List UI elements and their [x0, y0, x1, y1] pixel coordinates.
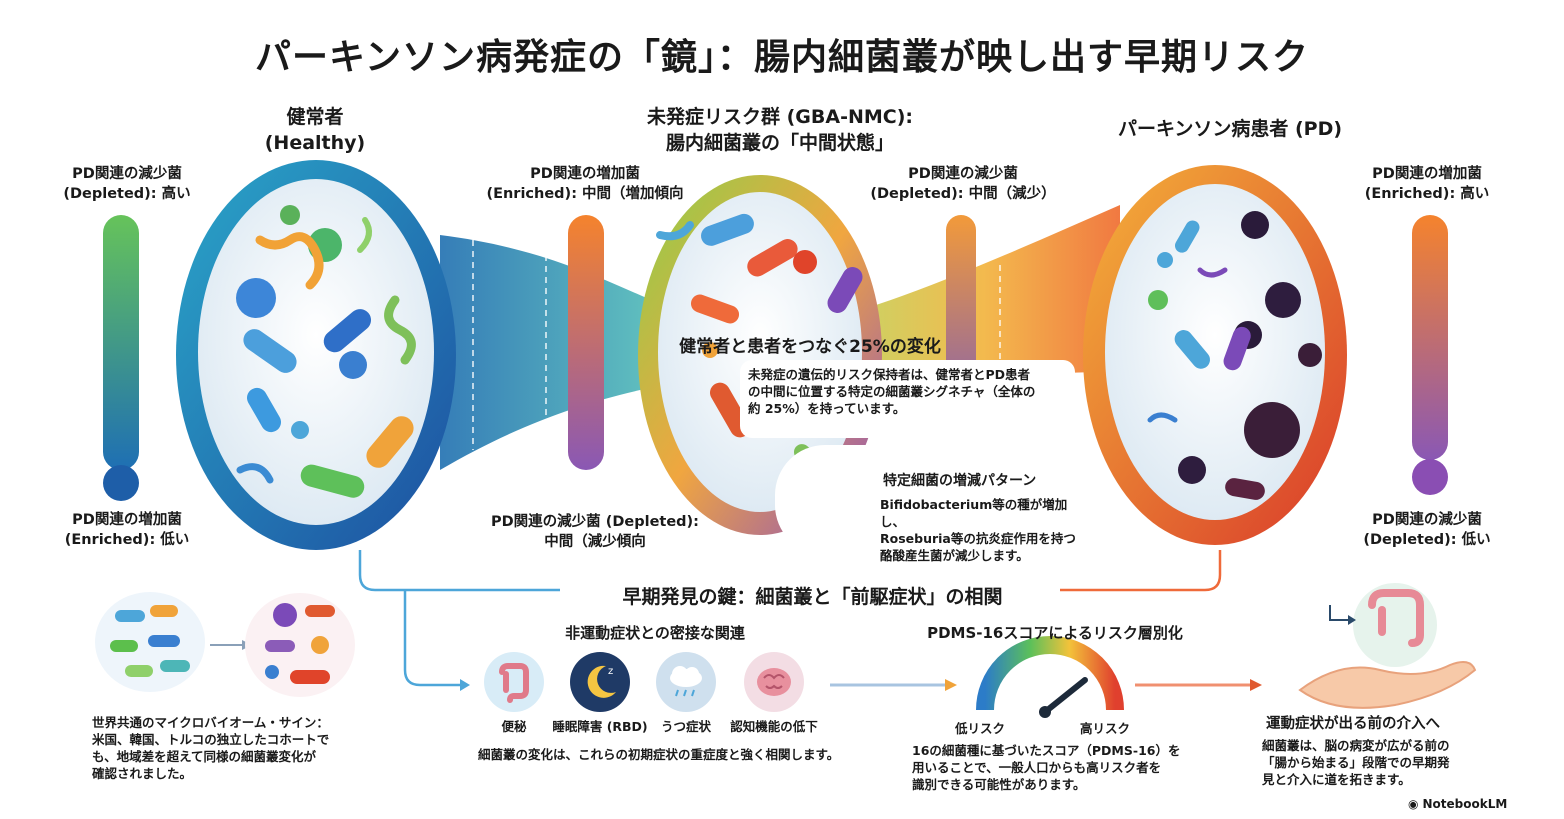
healthy-depleted-label: PD関連の減少菌 (Depleted): 高い	[52, 164, 202, 204]
low-risk-label: 低リスク	[955, 721, 1006, 736]
pattern-title: 特定細菌の増減パターン	[883, 473, 1037, 489]
nmc-enriched-label: PD関連の増加菌 (Enriched): 中間（増加傾向	[460, 164, 710, 204]
symptom-label-cognitive: 認知機能の低下	[730, 719, 818, 734]
healthy-depleted-bar	[103, 215, 139, 470]
intervention-text-1: 細菌叢は、脳の病変が広がる前の	[1262, 738, 1450, 753]
nmc-bottom-label-2: 中間（減少傾向	[544, 534, 646, 550]
healthy-enriched-label-1: PD関連の増加菌	[72, 512, 182, 528]
depression-icon	[656, 652, 716, 712]
global-signature-text: 世界共通のマイクロバイオーム・サイン： 米国、韓国、トルコの独立したコホートで …	[92, 714, 382, 782]
pdms-text-3: 識別できる可能性があります。	[912, 777, 1086, 792]
brand-name: NotebookLM	[1422, 797, 1508, 811]
symptom-label-depression: うつ症状	[660, 719, 711, 734]
nmc-enriched-label-2: (Enriched): 中間（増加傾向	[486, 186, 684, 202]
healthy-enriched-dot	[103, 465, 139, 501]
pattern-body-2: Roseburia等の抗炎症作用を持つ	[880, 531, 1076, 546]
pd-depleted-label-2: (Depleted): 低い	[1363, 532, 1491, 548]
healthy-cluster-illustration	[95, 592, 205, 692]
pdms-text: 16の細菌種に基づいたスコア（PDMS-16）を 用いることで、一般人口からも高…	[912, 742, 1212, 793]
pd-enriched-bar	[1412, 215, 1448, 460]
symptom-label-sleep: 睡眠障害 (RBD)	[552, 719, 648, 734]
nmc-depleted-bottom-label: PD関連の減少菌 (Depleted): 中間（減少傾向	[470, 512, 720, 552]
pdms-text-2: 用いることで、一般人口からも高リスク者を	[912, 760, 1162, 775]
pdms-gauge	[976, 636, 1124, 718]
pdms-title: PDMS-16スコアによるリスク層別化	[927, 624, 1183, 642]
pd-depleted-label: PD関連の減少菌 (Depleted): 低い	[1352, 510, 1502, 550]
healthy-title: 健常者 (Healthy)	[230, 104, 400, 156]
global-text-2: 米国、韓国、トルコの独立したコホートで	[92, 732, 330, 747]
healthy-dish	[198, 179, 434, 525]
healthy-bacteria	[236, 205, 416, 498]
brand-logo: ◉ NotebookLM	[1408, 797, 1548, 811]
nmc-depleted-label: PD関連の減少菌 (Depleted): 中間（減少）	[868, 164, 1058, 204]
pd-enriched-label: PD関連の増加菌 (Enriched): 高い	[1352, 164, 1502, 204]
nmc-bacteria	[656, 213, 863, 438]
intervention-text: 細菌叢は、脳の病変が広がる前の 「腸から始まる」段階での早期発 見と介入に道を拓…	[1262, 737, 1492, 788]
bridge-headline: 健常者と患者をつなぐ25%の変化	[679, 337, 941, 357]
notebooklm-icon: ◉	[1408, 797, 1419, 811]
intervention-illustration	[1298, 583, 1477, 709]
bridge-callout	[740, 360, 1075, 438]
nmc-depleted-label-1: PD関連の減少菌	[908, 166, 1018, 182]
nmc-bottom-label-1: PD関連の減少菌 (Depleted):	[491, 514, 699, 530]
healthy-name-en: (Healthy)	[264, 132, 366, 154]
bridge-body: 未発症の遺伝的リスク保持者は、健常者とPD患者 の中間に位置する特定の細菌叢シグ…	[748, 366, 1078, 417]
nmc-name-2: 腸内細菌叢の「中間状態」	[665, 132, 894, 154]
pattern-body-3: 酪酸産生菌が減少します。	[880, 548, 1029, 563]
intervention-text-3: 見と介入に道を拓きます。	[1262, 772, 1411, 787]
pd-depleted-label-1: PD関連の減少菌	[1372, 512, 1482, 528]
pd-bacteria	[1147, 211, 1322, 500]
pattern-callout	[775, 445, 1085, 555]
page-title: パーキンソン病発症の「鏡」：腸内細菌叢が映し出す早期リスク	[255, 37, 1309, 78]
nonmotor-title: 非運動症状との密接な関連	[565, 624, 745, 642]
healthy-enriched-label: PD関連の増加菌 (Enriched): 低い	[52, 510, 202, 550]
nmc-enriched-label-1: PD関連の増加菌	[530, 166, 640, 182]
pd-cluster-illustration	[245, 593, 355, 697]
nmc-depleted-label-2: (Depleted): 中間（減少）	[870, 186, 1056, 202]
pdms-text-1: 16の細菌種に基づいたスコア（PDMS-16）を	[912, 743, 1181, 758]
nmc-enriched-bar	[568, 215, 604, 470]
high-risk-label: 高リスク	[1080, 721, 1131, 736]
healthy-depleted-label-1: PD関連の減少菌	[72, 166, 182, 182]
intervention-text-2: 「腸から始まる」段階での早期発	[1262, 755, 1450, 770]
nmc-title: 未発症リスク群 (GBA-NMC): 腸内細菌叢の「中間状態」	[620, 104, 940, 156]
symptom-label-constipation: 便秘	[501, 719, 527, 734]
pd-enriched-label-2: (Enriched): 高い	[1364, 186, 1490, 202]
pattern-body: Bifidobacterium等の種が増加し、 Roseburia等の抗炎症作用…	[880, 496, 1090, 564]
intervention-title: 運動症状が出る前の介入へ	[1266, 716, 1440, 732]
pd-depleted-dot	[1412, 459, 1448, 495]
nmc-name-1: 未発症リスク群 (GBA-NMC):	[646, 106, 913, 128]
cognitive-decline-icon	[744, 652, 804, 712]
healthy-name-jp: 健常者	[286, 106, 344, 128]
healthy-depleted-label-2: (Depleted): 高い	[63, 186, 191, 202]
global-text-1: 世界共通のマイクロバイオーム・サイン：	[92, 715, 329, 730]
pd-title: パーキンソン病患者 (PD)	[1117, 118, 1343, 140]
correlation-header: 早期発見の鍵：細菌叢と「前駆症状」の相関	[565, 582, 1060, 609]
pattern-body-1: Bifidobacterium等の種が増加し、	[880, 497, 1068, 529]
pd-enriched-label-1: PD関連の増加菌	[1372, 166, 1482, 182]
global-text-4: 確認されました。	[92, 766, 193, 781]
svg-text:z: z	[608, 666, 613, 677]
pd-dish	[1105, 184, 1325, 520]
global-text-3: も、地域差を超えて同様の細菌叢変化が	[92, 749, 317, 764]
sleep-disorder-icon: z	[570, 652, 630, 712]
bridge-body-3: 約 25%）を持っています。	[748, 401, 906, 416]
bridge-body-2: の中間に位置する特定の細菌叢シグネチャ（全体の	[748, 384, 1036, 399]
constipation-icon	[484, 652, 544, 712]
healthy-enriched-label-2: (Enriched): 低い	[64, 532, 190, 548]
bridge-body-1: 未発症の遺伝的リスク保持者は、健常者とPD患者	[748, 367, 1031, 382]
nonmotor-note: 細菌叢の変化は、これらの初期症状の重症度と強く相関します。	[478, 747, 840, 762]
